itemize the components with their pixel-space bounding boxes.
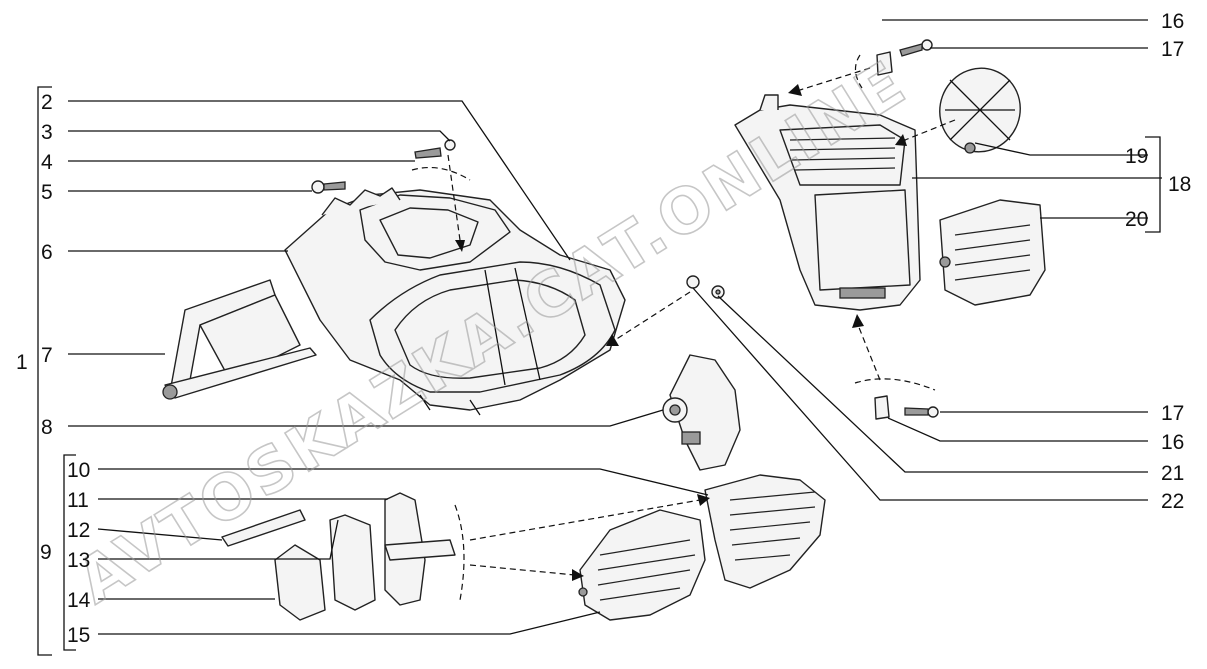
side-vent-housing <box>734 94 921 311</box>
callout-21: 21 <box>1161 462 1184 485</box>
callout-13: 13 <box>67 549 90 572</box>
callout-19: 19 <box>1125 145 1148 168</box>
callout-12: 12 <box>67 519 90 542</box>
screw-5 <box>311 180 346 194</box>
callout-numbers: 1 2 3 4 5 6 7 8 9 10 11 12 13 14 15 16 1… <box>16 10 1191 647</box>
callout-20: 20 <box>1125 208 1148 231</box>
callout-10: 10 <box>67 459 90 482</box>
callout-16-bottom: 16 <box>1161 431 1184 454</box>
bracket-16-17-bottom <box>874 395 939 420</box>
bracket-16-17-top <box>876 39 933 76</box>
callout-22: 22 <box>1161 490 1184 513</box>
callout-17-top: 17 <box>1161 38 1184 61</box>
clip-21-22 <box>686 275 725 299</box>
callout-4: 4 <box>41 151 53 174</box>
vent-grille-20 <box>939 199 1046 306</box>
callout-2: 2 <box>41 91 53 114</box>
callout-6: 6 <box>41 241 53 264</box>
callout-11: 11 <box>67 489 89 512</box>
callout-1: 1 <box>16 351 28 374</box>
vent-grille-15 <box>578 509 706 621</box>
duct-housing <box>284 187 626 416</box>
callout-5: 5 <box>41 181 53 204</box>
screw-3-4 <box>414 139 456 159</box>
callout-3: 3 <box>41 121 53 144</box>
callout-17-bottom: 17 <box>1161 402 1184 425</box>
callout-9: 9 <box>40 541 52 564</box>
callout-8: 8 <box>41 416 53 439</box>
callout-16-top: 16 <box>1161 10 1184 33</box>
callout-14: 14 <box>67 589 91 612</box>
round-louver <box>939 67 1021 154</box>
vent-grille-10 <box>704 474 826 589</box>
louver-tray <box>162 279 317 400</box>
assembly-arrows <box>411 54 956 601</box>
group-brackets <box>37 86 1161 656</box>
knob-part <box>662 354 741 471</box>
callout-7: 7 <box>41 344 53 367</box>
callout-15: 15 <box>67 624 90 647</box>
callout-18: 18 <box>1168 173 1191 196</box>
flap-parts <box>221 492 456 621</box>
leader-lines <box>68 19 1162 635</box>
